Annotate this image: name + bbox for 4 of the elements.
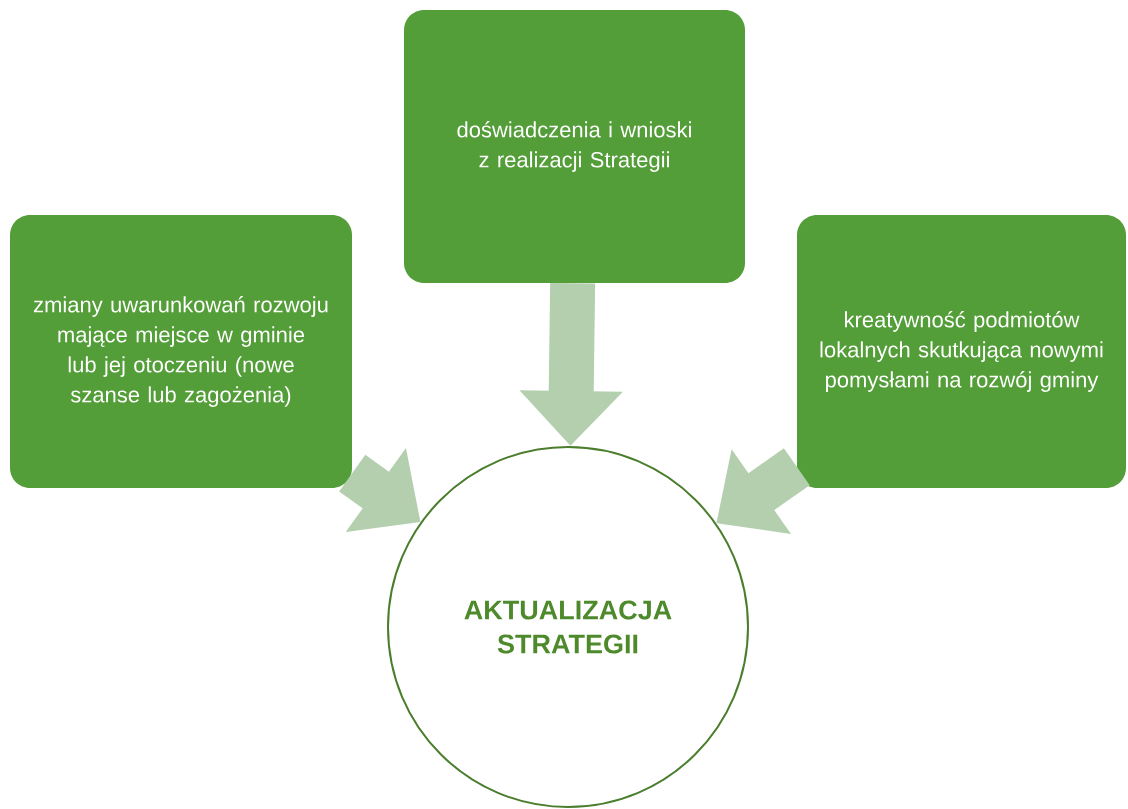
process-box: zmiany uwarunkowań rozwoju mające miejsce w gminie lub jej otoczeniu (nowe szanse lub zagożenia) [10, 215, 352, 488]
circle-node: AKTUALIZACJA STRATEGII [387, 446, 749, 808]
process-box: doświadczenia i wnioski z realizacji Strategii [404, 10, 745, 283]
process-box: kreatywność podmiotów lokalnych skutkująca nowymi pomysłami na rozwój gminy [797, 215, 1126, 488]
